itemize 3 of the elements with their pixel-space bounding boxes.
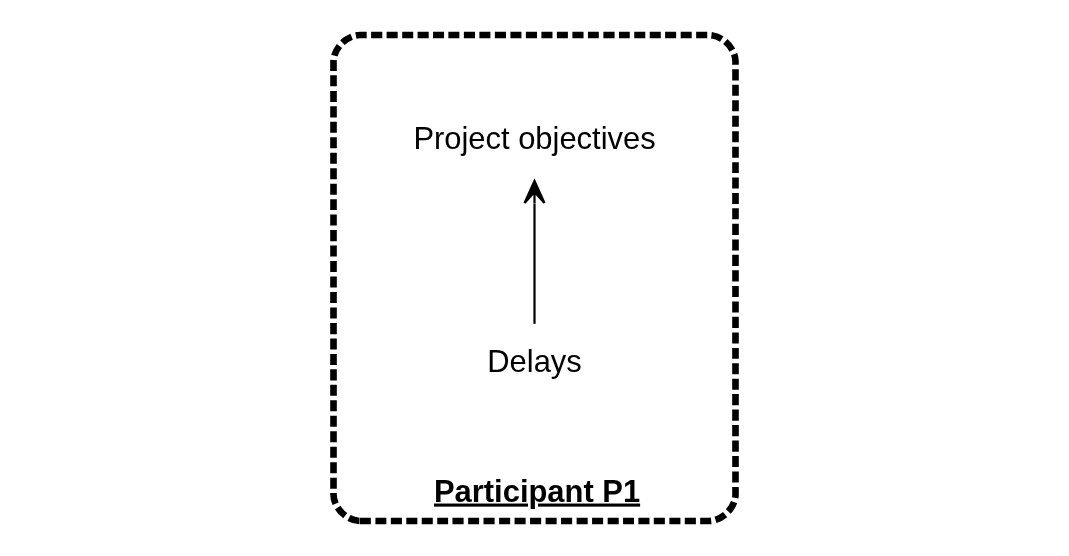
node-text: Delays — [487, 344, 582, 380]
arrow — [523, 179, 546, 324]
node-text: Project objectives — [413, 121, 656, 157]
